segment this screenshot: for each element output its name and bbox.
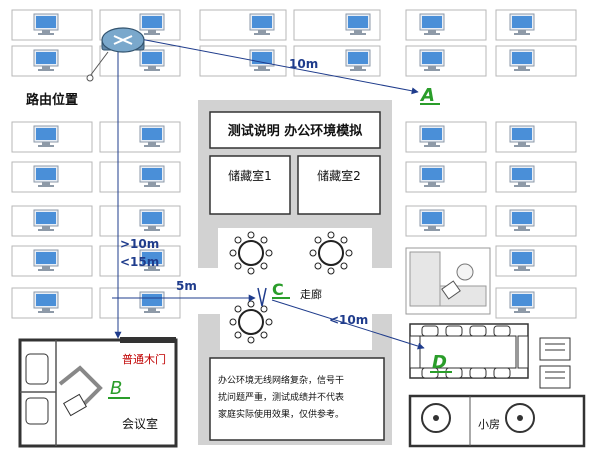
round-table-icon (229, 231, 273, 275)
distance-label-5m: 5m (176, 279, 197, 293)
line-router-to-a (134, 37, 419, 95)
round-table-icon (229, 300, 273, 344)
line-c-to-d (271, 299, 425, 350)
distance-label-lt10m: <10m (329, 313, 368, 327)
desk-group-top (11, 9, 577, 77)
test-title-box (209, 111, 381, 149)
point-a-label: A (419, 85, 435, 106)
chair-icon (441, 280, 461, 300)
meeting-room (18, 337, 178, 448)
router-location-label: 路由位置 (26, 92, 78, 108)
small-room-label: 小房 (478, 418, 500, 431)
wooden-door-label: 普通木门 (122, 352, 166, 366)
door-icon (120, 337, 176, 343)
note-box (209, 357, 385, 441)
point-b-label: B (110, 378, 122, 399)
corridor-label: 走廊 (300, 287, 322, 301)
note-line-1: 办公环境无线网络复杂，信号干 (218, 374, 344, 386)
desk-group-left (11, 121, 181, 319)
meeting-room-label: 会议室 (122, 416, 158, 431)
storage-room-2-label: 储藏室2 (317, 168, 361, 183)
distance-label-10m: 10m (289, 57, 318, 71)
storage-room-1 (209, 155, 291, 215)
chair-icon (63, 393, 87, 417)
round-table-icon (309, 231, 353, 275)
storage-room-1-label: 储藏室1 (228, 168, 272, 183)
test-title: 测试说明 办公环境模拟 (228, 123, 363, 139)
distance-label-gt10m: >10m (120, 237, 159, 251)
desk-group-right (405, 121, 577, 319)
round-tables (229, 231, 353, 344)
measurement-lines (86, 37, 425, 350)
point-d-label: D (432, 352, 447, 373)
note-line-2: 扰问题严重，测试成绩并不代表 (218, 391, 344, 403)
small-room (408, 394, 586, 448)
central-building (198, 100, 392, 445)
router-icon (101, 27, 145, 53)
chair-icon (25, 397, 49, 425)
point-c-label: C (272, 280, 284, 299)
storage-room-2 (297, 155, 381, 215)
distance-label-lt15m: <15m (120, 255, 159, 269)
note-line-3: 家庭实际使用效果，仅供参考。 (218, 408, 344, 420)
workstation-right (405, 247, 491, 315)
conference-area (409, 323, 571, 389)
chair-icon (25, 353, 49, 385)
